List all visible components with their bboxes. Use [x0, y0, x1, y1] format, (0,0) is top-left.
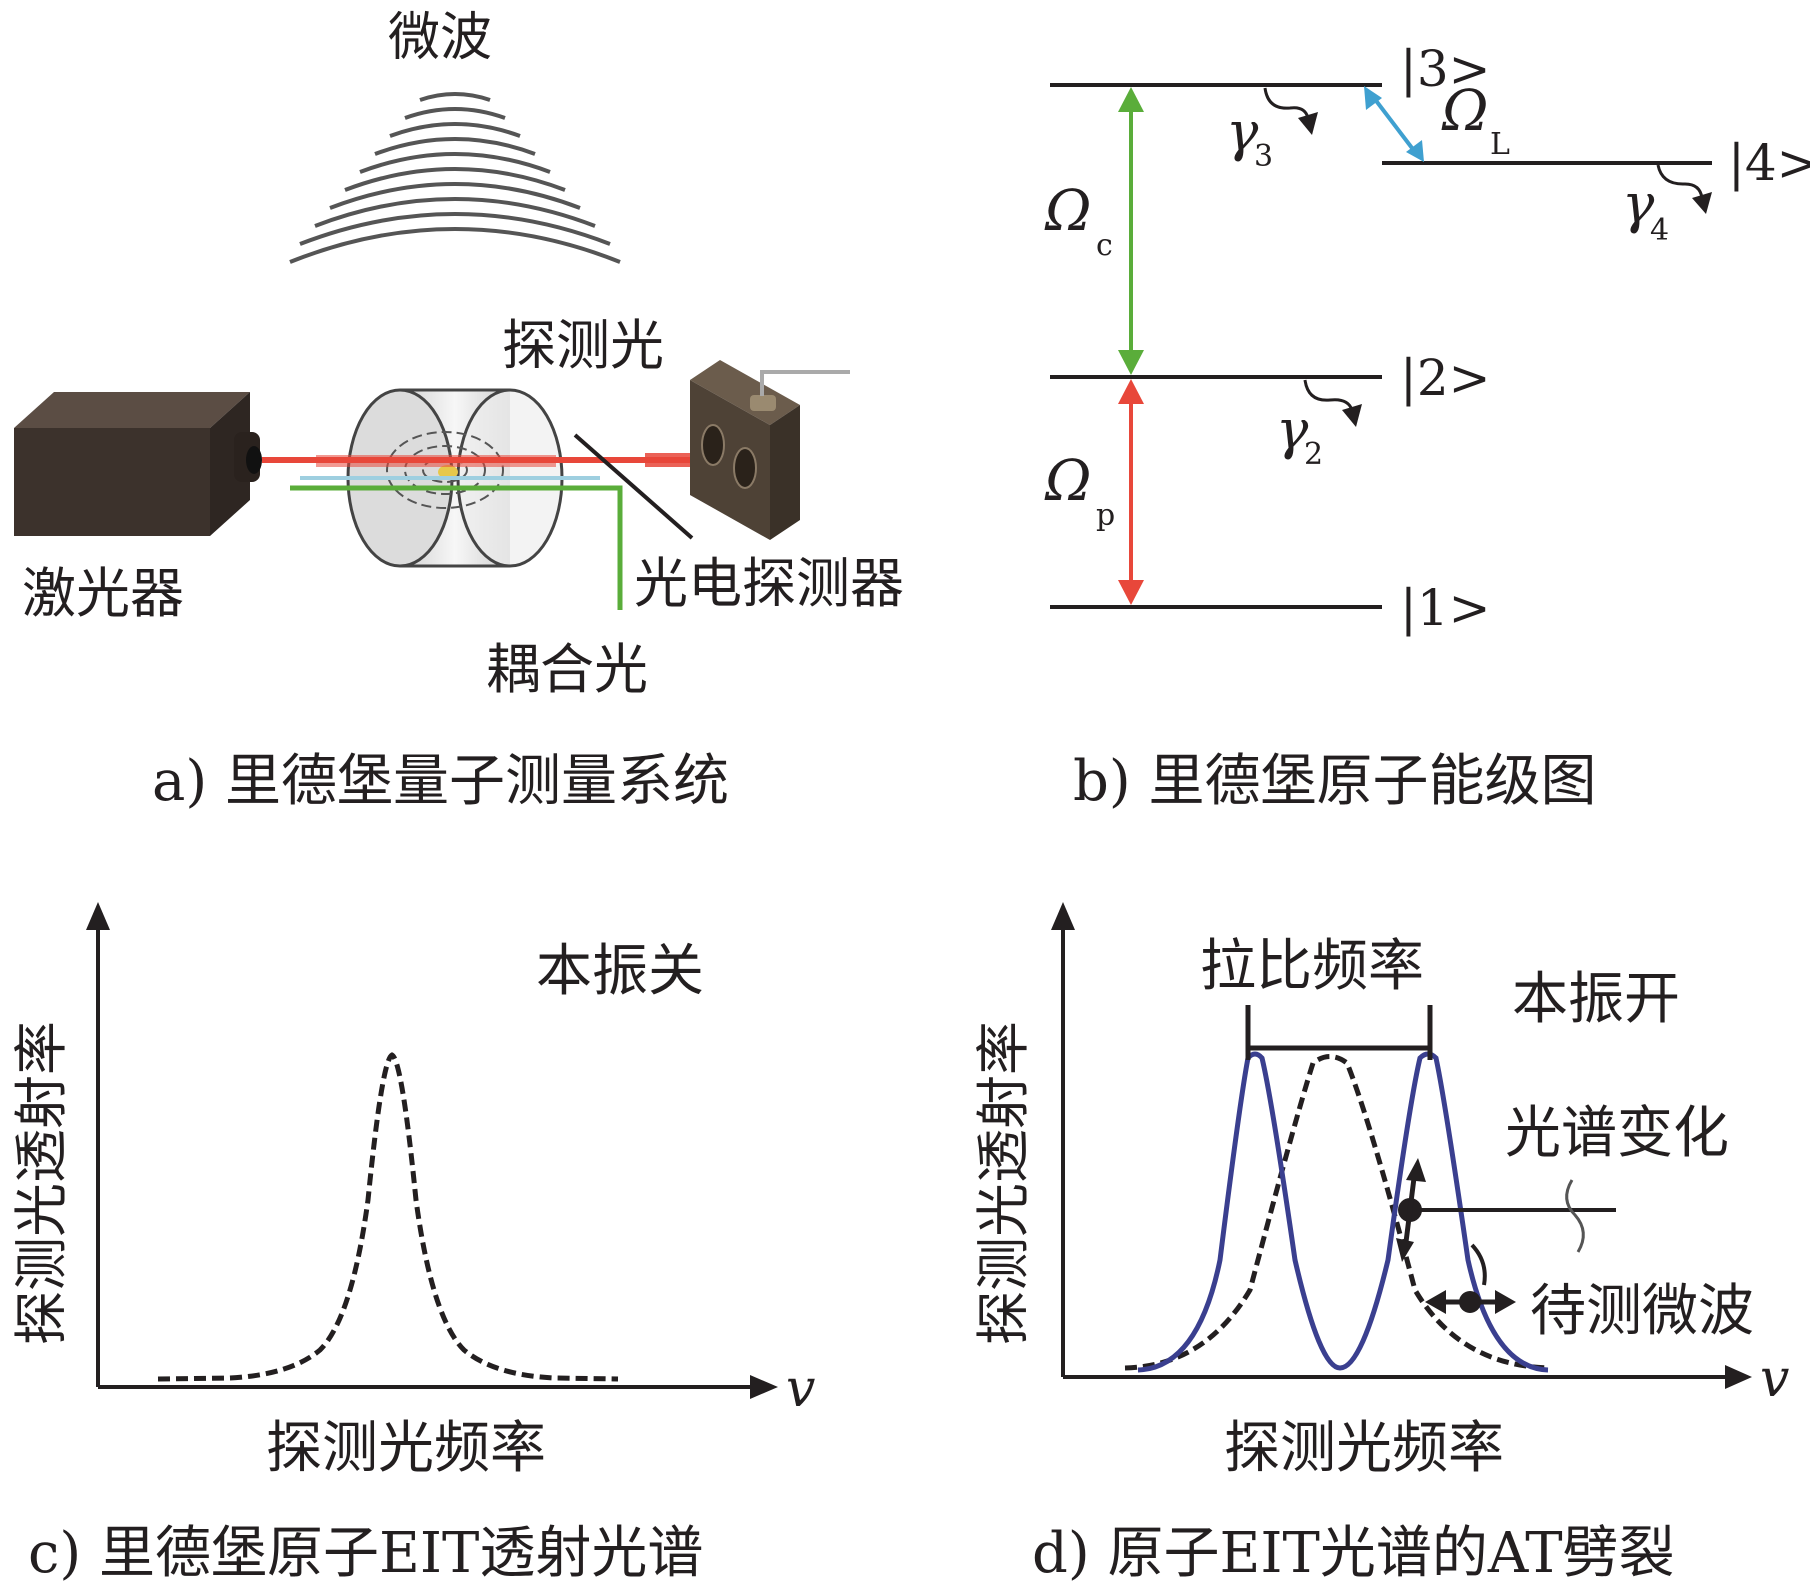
c-x-symbol: v	[786, 1359, 815, 1419]
omega-p-symbol: Ω	[1044, 449, 1091, 514]
spectrum-change-indicator	[1396, 1158, 1616, 1262]
d-eit-peak-curve	[1124, 1054, 1551, 1371]
coupling-beam	[290, 485, 623, 610]
microwave-waves-icon	[289, 92, 621, 264]
panel-c: 本振关 探测光透射率 探测光频率 v c) 里德堡原子EIT透射光谱	[10, 902, 815, 1585]
d-spectrum-change-label: 光谱变化	[1505, 1101, 1729, 1166]
gamma-4-symbol: γ	[1622, 172, 1655, 235]
c-eit-peak-curve	[157, 1052, 619, 1382]
coupling-transition-arrow	[1118, 87, 1144, 375]
d-y-axis-arrow-icon	[1051, 902, 1075, 930]
level-3-label: |3>	[1400, 40, 1491, 98]
d-at-split-curve	[1137, 1051, 1549, 1373]
level-4-label: |4>	[1728, 134, 1810, 192]
gamma-4-subscript: 4	[1650, 213, 1669, 248]
caption-c: c) 里德堡原子EIT透射光谱	[28, 1521, 703, 1585]
omega-l-symbol: Ω	[1441, 79, 1488, 144]
decay-arrows	[1263, 87, 1704, 411]
d-x-label: 探测光频率	[1224, 1416, 1504, 1481]
label-probe-light: 探测光	[502, 314, 664, 377]
caption-d: d) 原子EIT光谱的AT劈裂	[1032, 1521, 1675, 1585]
gamma-2-subscript: 2	[1304, 437, 1323, 472]
d-mw-label: 待测微波	[1530, 1279, 1754, 1344]
gamma-3-symbol: γ	[1226, 100, 1259, 163]
c-y-axis-arrow-icon	[86, 902, 110, 930]
photodetector-pointer	[573, 433, 694, 540]
c-y-label: 探测光透射率	[10, 1021, 73, 1345]
level-1-label: |1>	[1400, 579, 1491, 637]
c-state-label: 本振关	[536, 939, 704, 1004]
panel-a: 微波 激光器	[14, 8, 904, 814]
omega-c-subscript: c	[1096, 228, 1113, 263]
c-x-label: 探测光频率	[266, 1416, 546, 1481]
caption-a: a) 里德堡量子测量系统	[152, 749, 729, 814]
label-coupling-light: 耦合光	[486, 638, 648, 701]
d-y-label: 探测光透射率	[972, 1021, 1035, 1345]
panel-b: |3> |4> |2> |1> Ω	[1044, 40, 1810, 814]
d-x-symbol: v	[1760, 1349, 1789, 1409]
d-rabi-label: 拉比频率	[1200, 934, 1424, 999]
caption-b: b) 里德堡原子能级图	[1073, 749, 1597, 814]
d-state-label: 本振开	[1512, 967, 1680, 1032]
label-laser: 激光器	[22, 562, 184, 625]
omega-l-subscript: L	[1490, 127, 1510, 162]
d-x-axis-arrow-icon	[1725, 1365, 1752, 1389]
probe-transition-arrow	[1118, 379, 1144, 605]
panel-d: 拉比频率 本振开 光谱变化 待测微波 探测光透射率 探测光频率 v d) 原子E…	[972, 902, 1789, 1585]
rabi-bracket	[1245, 1005, 1433, 1060]
laser-device-icon	[14, 392, 262, 536]
mw-under-test-icon	[1425, 1243, 1516, 1314]
gamma-3-subscript: 3	[1254, 139, 1273, 174]
label-photodetector: 光电探测器	[634, 552, 904, 615]
photodetector-icon	[690, 360, 850, 540]
omega-p-subscript: p	[1096, 498, 1115, 533]
microwave-transition-arrow	[1364, 86, 1424, 162]
gamma-2-symbol: γ	[1276, 398, 1309, 461]
label-microwave: 微波	[388, 8, 492, 68]
c-x-axis-arrow-icon	[750, 1375, 778, 1399]
omega-c-symbol: Ω	[1044, 179, 1091, 244]
level-2-label: |2>	[1400, 349, 1491, 407]
